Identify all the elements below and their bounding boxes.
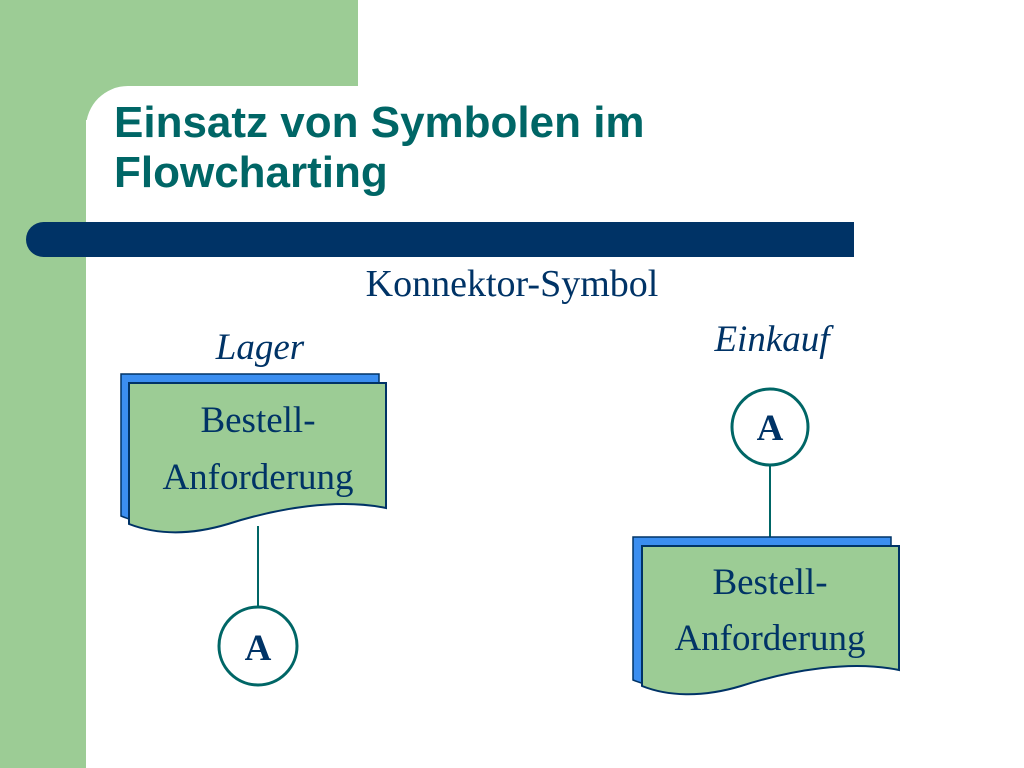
einkauf-label: Einkauf [713,319,834,360]
lager-connector-circle [217,605,299,687]
lager-document-text-line-2: Anforderung [162,457,353,498]
lager-document-shape [128,382,387,534]
einkauf-connector-letter: A [757,408,784,449]
einkauf-document-symbol: Bestell- Anforderung [632,536,900,696]
lager-connector-symbol: A [217,605,299,687]
einkauf-connector-symbol: A [730,387,810,467]
slide-title-line-2: Flowcharting [114,148,388,197]
einkauf-document-shape [641,545,900,696]
slide-title-line-1: Einsatz von Symbolen im [114,98,645,147]
einkauf-document-text-line-2: Anforderung [674,618,865,659]
diagram-subtitle: Konnektor-Symbol [366,263,659,305]
left-decorative-band [0,0,86,768]
slide-title: Einsatz von Symbolen im Flowcharting [114,98,834,198]
lager-label: Lager [215,327,305,368]
lager-document-text-line-1: Bestell- [200,400,315,441]
title-divider-bar [26,222,854,257]
lager-document-symbol: Bestell- Anforderung [120,373,387,534]
lager-connector-letter: A [245,628,272,669]
einkauf-document-text-line-1: Bestell- [712,562,827,603]
